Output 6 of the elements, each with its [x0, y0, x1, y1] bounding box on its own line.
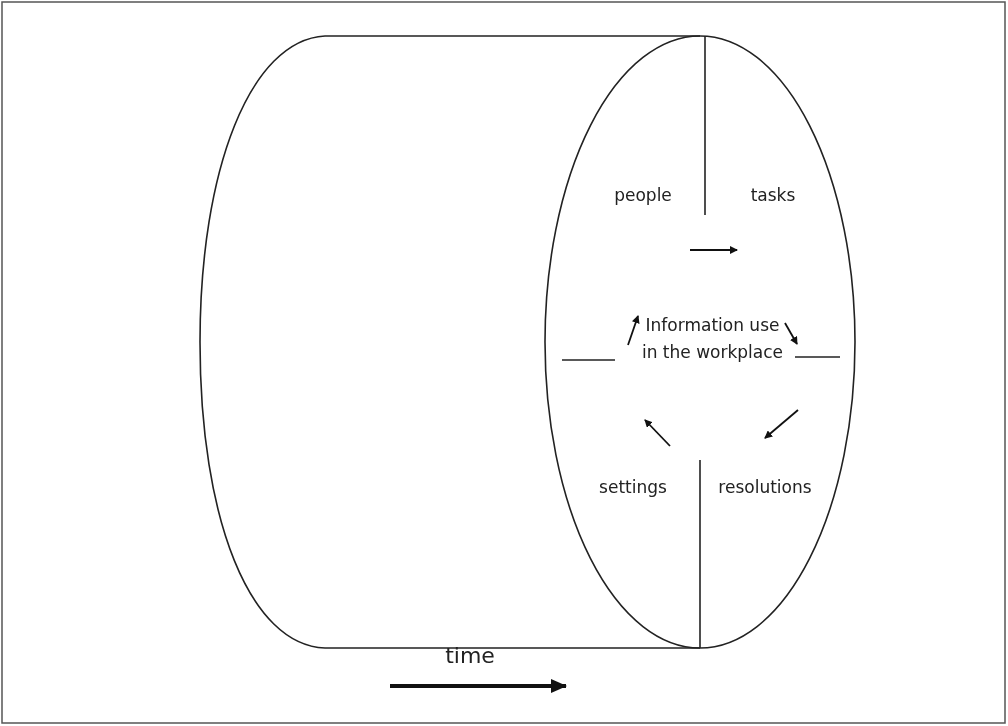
quadrant-label: people — [613, 184, 673, 207]
quadrant-label: settings — [598, 476, 668, 499]
axis-label: time — [444, 642, 496, 669]
center-label: Information use in the workplace — [640, 314, 785, 364]
quadrant-label: tasks — [749, 184, 797, 207]
quadrant-label: resolutions — [717, 476, 813, 499]
